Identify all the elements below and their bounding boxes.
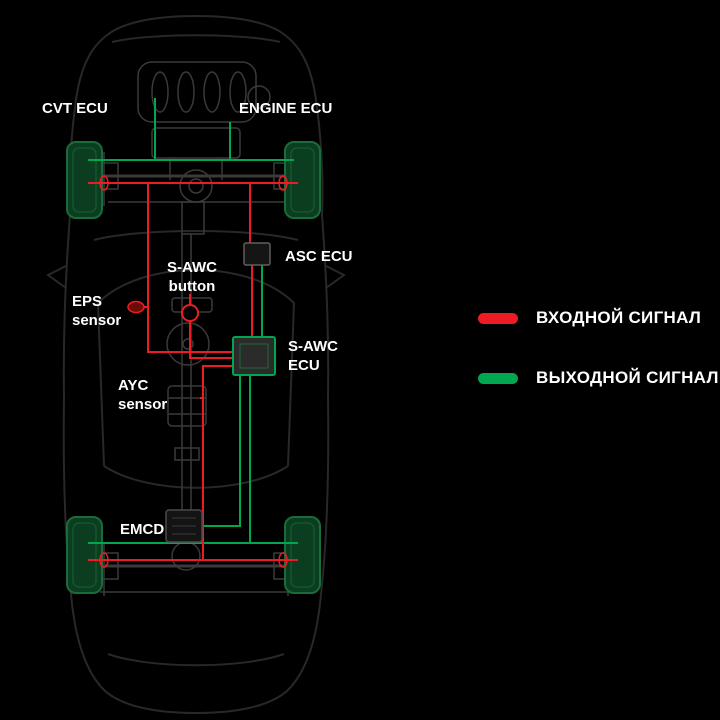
label-eps-sensor-line1: EPS — [72, 293, 103, 310]
label-sawc-button-line2: button — [168, 278, 216, 295]
label-engine-ecu: ENGINE ECU — [239, 100, 333, 117]
input-rear-line — [202, 365, 233, 560]
label-sawc-button-line1: S-AWC — [167, 259, 217, 276]
sawc-ecu-box — [232, 336, 276, 376]
driveshaft — [167, 234, 213, 510]
legend-input-signal: ВХОДНОЙ СИГНАЛ — [478, 308, 701, 328]
asc-ecu-box — [243, 242, 271, 266]
label-cvt-ecu: CVT ECU — [42, 100, 108, 117]
label-eps-sensor: EPS sensor — [72, 292, 121, 330]
engine-assembly — [137, 61, 271, 235]
legend-output-signal: ВЫХОДНОЙ СИГНАЛ — [478, 368, 719, 388]
legend-input-label: ВХОДНОЙ СИГНАЛ — [536, 308, 702, 327]
legend-output-label: ВЫХОДНОЙ СИГНАЛ — [536, 368, 719, 387]
input-left-line — [147, 183, 233, 353]
steering-wheel — [166, 322, 210, 366]
label-emcd: EMCD — [120, 521, 165, 538]
label-ayc-sensor-line2: sensor — [118, 396, 168, 413]
wheel-speed-sensor-front-left-icon — [99, 175, 109, 191]
rear-axle — [86, 541, 306, 596]
label-ayc-sensor: AYC sensor — [118, 376, 167, 414]
input-signal-lines — [88, 175, 298, 568]
label-ayc-sensor-line1: AYC — [118, 377, 149, 394]
wheel-front-right-detail — [290, 147, 315, 213]
sawc-button-icon — [181, 304, 199, 322]
eps-sensor-icon — [127, 300, 145, 314]
wheel-rear-right-detail — [290, 522, 315, 588]
wheel-front-left-detail — [72, 147, 97, 213]
label-sawc-ecu: S-AWC ECU — [288, 337, 338, 375]
wheel-speed-sensor-rear-right-icon — [278, 552, 288, 568]
output-signal-lines — [88, 98, 298, 544]
label-asc-ecu: ASC ECU — [285, 248, 353, 265]
wheel-speed-sensor-front-right-icon — [278, 175, 288, 191]
input-signal-swatch — [478, 312, 518, 324]
output-signal-swatch — [478, 372, 518, 384]
output-emcd-line — [202, 375, 241, 527]
label-sawc-ecu-line1: S-AWC — [288, 338, 338, 355]
emcd-box — [165, 509, 203, 543]
label-eps-sensor-line2: sensor — [72, 312, 122, 329]
wheel-rear-left-detail — [72, 522, 97, 588]
label-sawc-button: S-AWC button — [157, 258, 227, 296]
wheel-speed-sensor-rear-left-icon — [99, 552, 109, 568]
label-sawc-ecu-line2: ECU — [288, 357, 320, 374]
